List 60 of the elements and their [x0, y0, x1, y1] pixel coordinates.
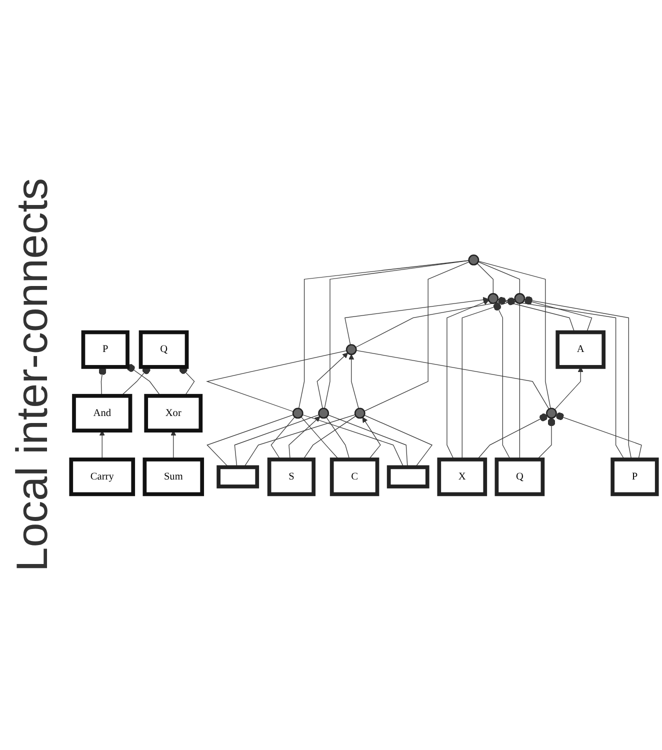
arrow [344, 297, 489, 346]
connector [536, 418, 556, 460]
node-box: Q [138, 330, 189, 370]
connector [300, 416, 340, 460]
arrow [446, 300, 489, 460]
connector [356, 350, 550, 410]
node-circle [318, 408, 330, 420]
connector [498, 297, 575, 333]
node-circle [468, 254, 480, 266]
connector [127, 364, 161, 397]
node-box: C [330, 458, 380, 496]
node-circle [346, 344, 357, 356]
connector [98, 366, 106, 397]
connector [476, 414, 548, 460]
node-circle [514, 293, 526, 304]
node-box: X [437, 458, 488, 496]
connector [556, 412, 642, 460]
connector [478, 261, 551, 410]
connector [270, 416, 296, 460]
node-bar [216, 466, 260, 489]
connector [493, 302, 511, 460]
connector [364, 262, 470, 412]
arrow [348, 354, 359, 410]
arrow [316, 352, 348, 410]
arrow [554, 367, 584, 410]
node-circle [546, 408, 557, 420]
connector [206, 350, 347, 412]
connector [234, 414, 320, 468]
node-box: S [267, 458, 316, 496]
connector [462, 298, 516, 460]
connector [326, 417, 350, 460]
node-circle [292, 408, 304, 420]
connector [206, 414, 294, 468]
node-box: Xor [144, 394, 203, 433]
node-box: And [72, 394, 132, 433]
node-box: A [556, 330, 606, 370]
arrow [170, 430, 176, 460]
connector [478, 262, 520, 294]
axis-label: Local inter-connects [8, 178, 58, 572]
arrow [288, 416, 320, 460]
connector [519, 303, 520, 460]
connector [476, 263, 494, 294]
node-box: Carry [69, 458, 136, 496]
connector [302, 416, 356, 460]
connector [524, 297, 592, 333]
connector [364, 415, 433, 468]
node-circle [354, 408, 366, 420]
node-box: P [610, 458, 659, 496]
connector [524, 296, 632, 460]
node-box: Sum [142, 458, 204, 496]
arrow [362, 417, 381, 460]
connector [244, 414, 356, 468]
node-bar [386, 466, 430, 489]
connector [302, 414, 404, 468]
connector [328, 414, 408, 468]
node-box: Q [494, 458, 545, 496]
connector [179, 366, 195, 397]
arrow [99, 430, 105, 460]
node-circle [488, 293, 499, 304]
node-box: P [81, 330, 130, 370]
